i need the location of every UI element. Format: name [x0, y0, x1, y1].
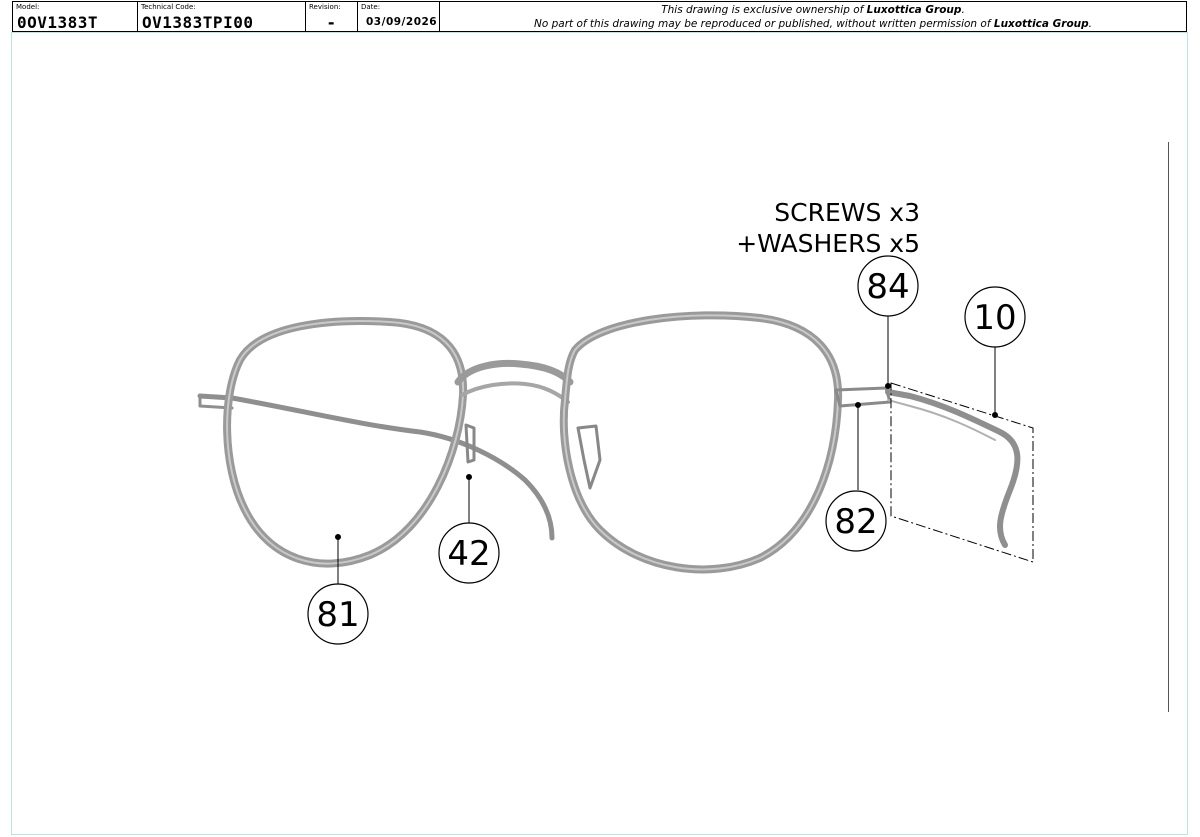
- callout-81-circle: [307, 583, 369, 645]
- right-temple-arm: [885, 389, 1021, 548]
- title-block: Model: 0OV1383T Technical Code: OV1383TP…: [12, 1, 1187, 32]
- date-cell: Date: 03/09/2026: [358, 2, 440, 31]
- drawing-sheet: [11, 32, 1188, 835]
- revision-cell: Revision: -: [306, 2, 358, 32]
- right-endpiece: [834, 386, 892, 408]
- callout-81-label: 81: [316, 595, 359, 635]
- eyeglasses-frame-icon: [197, 311, 1021, 574]
- date-label: Date:: [361, 3, 381, 11]
- model-cell: Model: 0OV1383T: [13, 2, 138, 32]
- leader-lines: [335, 316, 998, 585]
- callout-82-label: 82: [834, 502, 877, 542]
- exploded-view-frame: [890, 382, 1034, 563]
- callout-82-circle: [825, 490, 887, 552]
- callout-10-label: 10: [973, 298, 1016, 338]
- callout-42-label: 42: [447, 534, 490, 574]
- callout-84-label: 84: [866, 267, 909, 307]
- date-value: 03/09/2026: [366, 16, 438, 28]
- technical-code-label: Technical Code:: [141, 3, 196, 11]
- left-lens-rim: [223, 317, 468, 568]
- right-nose-pad: [576, 424, 602, 490]
- notice-line-1: This drawing is exclusive ownership of L…: [661, 3, 965, 16]
- revision-label: Revision:: [309, 3, 341, 11]
- technical-code-cell: Technical Code: OV1383TPI00: [138, 2, 306, 32]
- revision-value: -: [326, 13, 337, 32]
- ownership-notice: This drawing is exclusive ownership of L…: [440, 2, 1186, 31]
- right-lens-rim: [559, 311, 843, 574]
- technical-code-value: OV1383TPI00: [142, 13, 254, 32]
- screws-note: SCREWS x3: [774, 198, 920, 227]
- sheet-margin-line: [1168, 142, 1169, 712]
- bridge: [454, 360, 574, 386]
- callout-42-circle: [438, 522, 500, 584]
- model-label: Model:: [16, 3, 40, 11]
- callout-84-circle: [857, 255, 919, 317]
- model-value: 0OV1383T: [17, 13, 99, 32]
- callout-10-circle: [964, 286, 1026, 348]
- washers-note: +WASHERS x5: [736, 229, 920, 258]
- notice-line-2: No part of this drawing may be reproduce…: [533, 17, 1092, 30]
- left-nose-pad: [464, 423, 476, 464]
- left-temple-arm: [197, 393, 555, 541]
